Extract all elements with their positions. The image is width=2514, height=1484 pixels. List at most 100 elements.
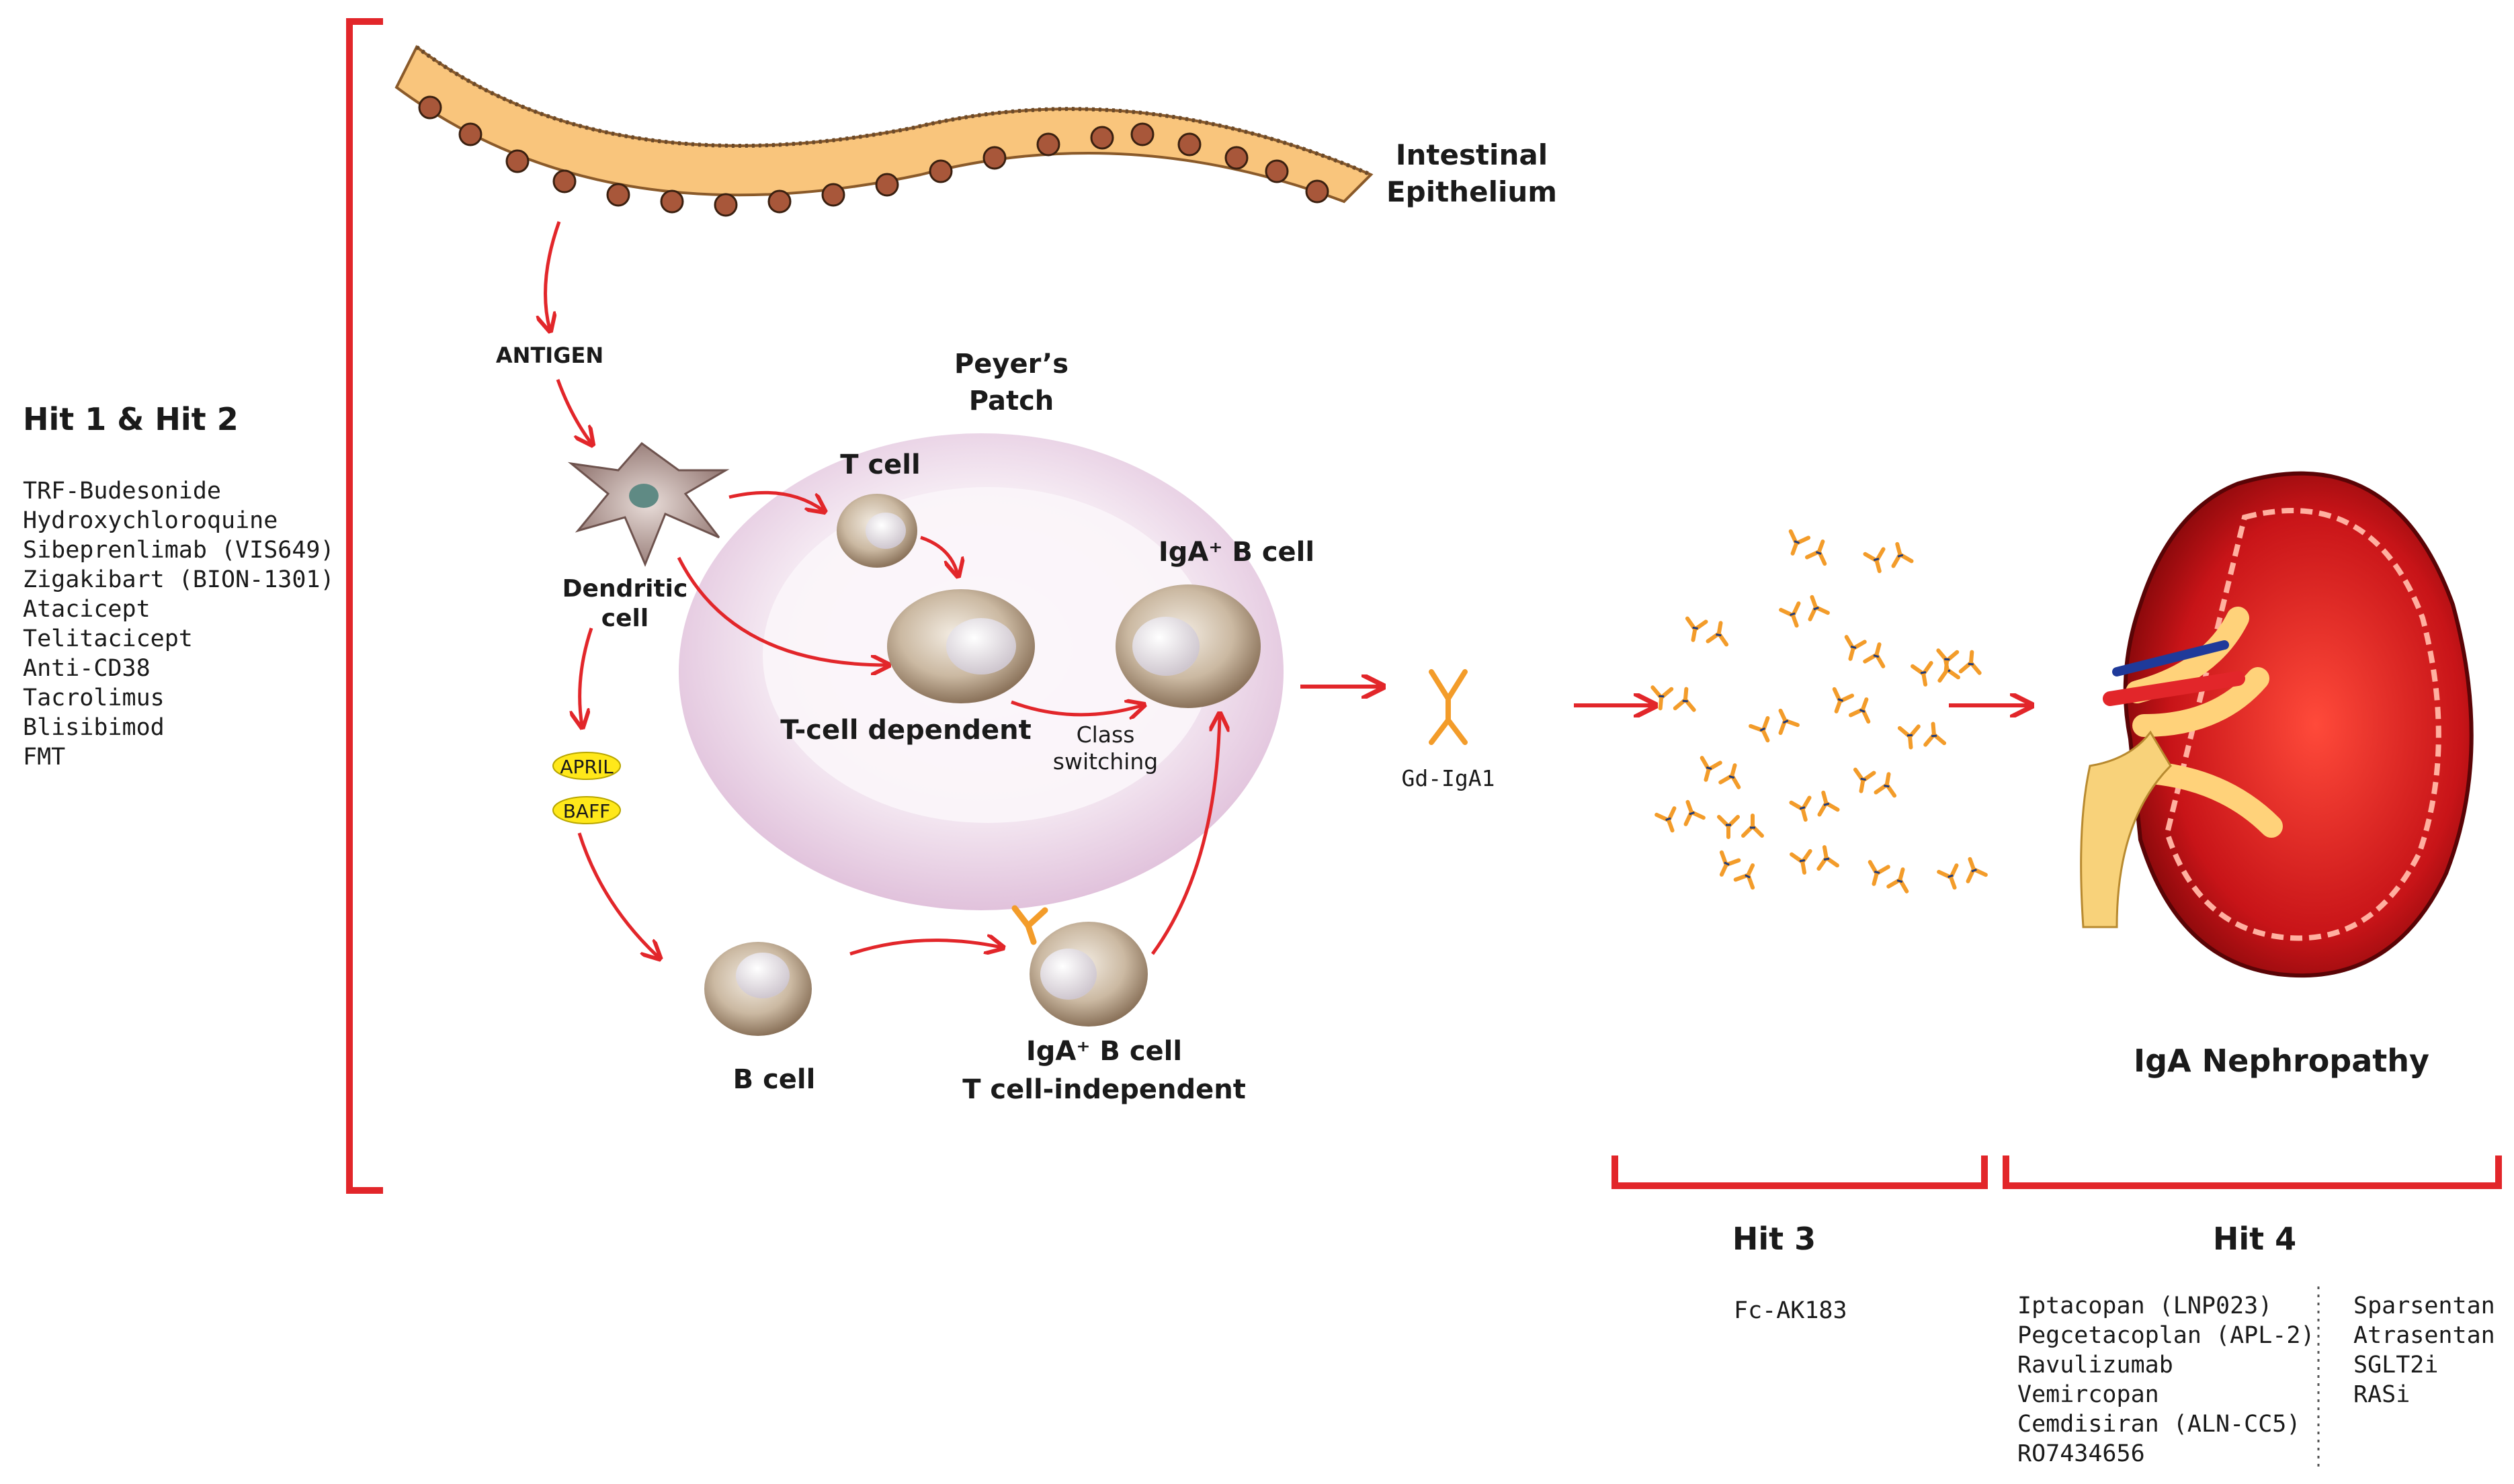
hit4-drug: Ravulizumab (2017, 1352, 2173, 1379)
epithelium-nucleus (660, 189, 684, 214)
immune-complex (1865, 541, 1912, 573)
immune-complex (1938, 856, 1986, 891)
epithelium-nucleus (1090, 126, 1114, 150)
epithelium-nucleus (606, 183, 630, 207)
immune-complex (1651, 686, 1696, 711)
epithelium-nuclei (418, 95, 1329, 217)
hit4-drug-list-right: Sparsentan Atrasentan SGLT2i RASi (2353, 1293, 2495, 1408)
april-badge: APRIL (552, 752, 621, 780)
epithelium-nucleus (982, 146, 1007, 170)
hit12-bracket (346, 18, 383, 1194)
iga-b-cell-label-2: IgA⁺ B cell (1026, 1036, 1182, 1067)
hit12-drug: Anti-CD38 (23, 655, 151, 682)
surface-antibody-icon (1011, 905, 1048, 945)
immune-complex (1697, 756, 1744, 788)
hit12-drug: Blisibimod (23, 714, 165, 741)
hit4-title: Hit 4 (2213, 1221, 2296, 1257)
immune-complex (1684, 617, 1730, 646)
t-cell-dependent-label: T-cell dependent (780, 715, 1032, 746)
hit12-drug: Tacrolimus (23, 685, 165, 711)
dendritic-label-2: cell (601, 605, 648, 632)
class-switching-label-2: switching (1053, 748, 1158, 775)
dendritic-label-1: Dendritic (562, 575, 688, 603)
hit12-drug: Telitacicept (23, 625, 193, 652)
epithelium-nucleus (821, 183, 845, 207)
iga-b-cell-independent (1011, 905, 1148, 1027)
hit12-drug: Sibeprenlimab (VIS649) (23, 537, 335, 564)
class-switching-label-1: Class (1077, 722, 1135, 748)
hit12-drug: Zigakibart (BION-1301) (23, 566, 335, 593)
arrow-tcell-to-tdep (920, 535, 958, 574)
t-cell-dependent-cell (887, 589, 1035, 703)
hit4-drug-list-left: Iptacopan (LNP023) Pegcetacoplan (APL-2)… (2017, 1293, 2315, 1467)
arrow-dc-to-tdep (677, 556, 887, 665)
epithelium-nucleus (1036, 132, 1060, 157)
epithelium-nucleus (418, 95, 442, 120)
hit4-drug: Atrasentan (2353, 1322, 2495, 1349)
epithelium-nucleus (552, 169, 577, 193)
b-cell-label: B cell (733, 1064, 816, 1095)
baff-label: BAFF (563, 800, 611, 822)
immune-complex (1913, 658, 1959, 687)
epithelium-label-1: Intestinal (1396, 138, 1548, 171)
baff-badge: BAFF (552, 796, 621, 824)
iga-b-cell (1116, 584, 1261, 708)
epithelium-nucleus (767, 189, 792, 214)
epithelium-nucleus (1224, 146, 1249, 170)
immune-complex (1852, 769, 1898, 797)
april-label: APRIL (560, 756, 614, 778)
hit4-bracket (2003, 1155, 2502, 1189)
hit12-drug: TRF-Budesonide (23, 478, 221, 505)
epithelium-nucleus (929, 159, 953, 183)
immune-complex (1719, 816, 1762, 837)
arrow-antigen-to-dc (556, 379, 591, 443)
arrow-baff-to-bcell (577, 832, 659, 957)
t-cell (837, 494, 917, 568)
gd-iga1-label: Gd-IgA1 (1401, 765, 1495, 791)
epithelium-nucleus (1130, 122, 1155, 146)
immune-complex (1865, 861, 1912, 892)
hit12-drug-list: TRF-Budesonide Hydroxychloroquine Sibepr… (23, 478, 335, 771)
hit4-drug: Vemircopan (2017, 1381, 2159, 1408)
immune-complex (1791, 790, 1838, 822)
hit4-drug: Cemdisiran (ALN-CC5) (2017, 1411, 2300, 1438)
antigen-label: ANTIGEN (496, 343, 603, 368)
arrow-bcell-to-iga (849, 941, 1001, 954)
immune-complex (1841, 636, 1888, 667)
hit3-drug: Fc-AK183 (1734, 1297, 1847, 1324)
arrow-epithelium-to-antigen (546, 221, 561, 329)
immune-complex (1784, 530, 1831, 565)
epithelium-nucleus (1265, 159, 1289, 183)
immune-complexes (1651, 530, 1986, 893)
arrow-dc-to-tcell (728, 490, 823, 511)
epithelium-nucleus (458, 122, 483, 146)
dendritic-cell (567, 441, 730, 567)
kidney-illustration (2080, 471, 2474, 978)
hit12-drug: FMT (23, 744, 65, 771)
hit3-title: Hit 3 (1732, 1221, 1816, 1257)
hit4-drug: RO7434656 (2017, 1440, 2145, 1467)
hit3-bracket (1611, 1155, 1988, 1189)
hit12-title: Hit 1 & Hit 2 (23, 401, 239, 437)
t-cell-label: T cell (840, 449, 920, 480)
immune-complex (1713, 851, 1761, 889)
hit4-drug: RASi (2353, 1381, 2410, 1408)
arrow-class-switching (1011, 702, 1142, 715)
b-cell (704, 942, 812, 1036)
gd-iga1-icon (1429, 669, 1468, 745)
immune-complex (1900, 723, 1945, 748)
hit12-drug: Atacicept (23, 596, 151, 623)
arrow-dc-to-april (580, 627, 593, 726)
intestinal-epithelium (394, 44, 1374, 217)
epithelium-nucleus (875, 173, 899, 197)
peyers-label-2: Patch (969, 386, 1054, 417)
hit4-drug: Pegcetacoplan (APL-2) (2017, 1322, 2315, 1349)
epithelium-nucleus (505, 149, 530, 173)
immune-complex (1780, 594, 1828, 629)
immune-complex (1792, 846, 1838, 875)
epithelium-nucleus (714, 193, 738, 217)
immune-complex (1750, 707, 1798, 744)
immune-complex (1656, 799, 1704, 834)
t-cell-independent-label: T cell-independent (962, 1074, 1246, 1105)
